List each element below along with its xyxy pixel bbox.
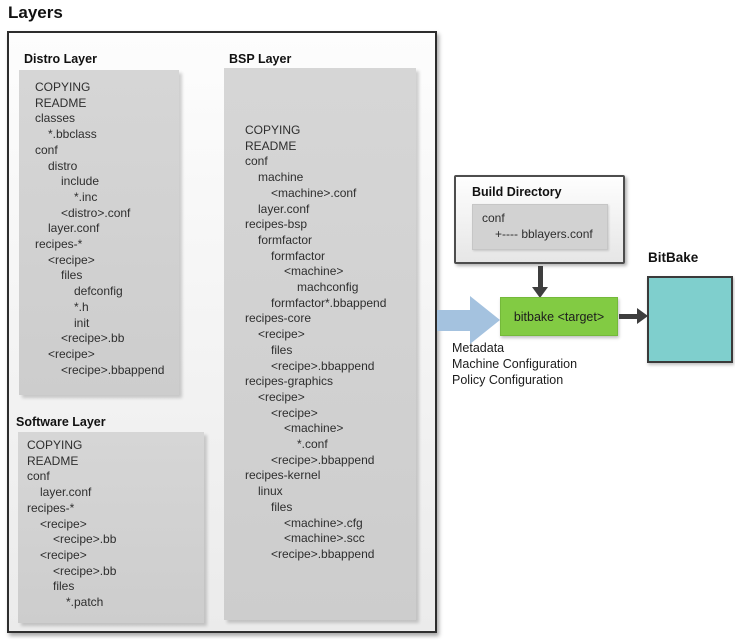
annotation-line-machine-configuration: Machine Configuration xyxy=(452,357,578,372)
bitbake-label: BitBake xyxy=(648,250,699,265)
tree-item: <recipe> xyxy=(48,252,95,267)
tree-item: recipes-* xyxy=(35,237,83,252)
arrow-right-blue-icon xyxy=(470,296,500,344)
arrow-down-icon xyxy=(532,287,548,298)
tree-item: init xyxy=(74,315,90,330)
bitbake-command-box: bitbake <target> xyxy=(500,297,618,336)
tree-item: machine xyxy=(258,170,304,185)
tree-item: files xyxy=(53,579,75,594)
software-layer-label: Software Layer xyxy=(16,415,106,429)
tree-item: conf xyxy=(27,469,50,484)
tree-item: *.bbclass xyxy=(48,127,97,142)
tree-item: formfactor xyxy=(258,232,313,247)
tree-item: <recipe> xyxy=(48,346,95,361)
tree-item: <recipe>.bbappend xyxy=(271,452,375,467)
tree-item: <machine>.conf xyxy=(271,185,357,200)
arrow-layers-to-command-shaft xyxy=(437,310,470,331)
tree-item: <machine> xyxy=(284,264,344,279)
tree-item: <recipe>.bb xyxy=(53,563,117,578)
tree-item: <recipe>.bb xyxy=(53,532,117,547)
bsp-layer-label: BSP Layer xyxy=(229,52,292,66)
tree-item: COPYING xyxy=(27,438,83,452)
tree-item: COPYING xyxy=(35,80,91,94)
build-directory-label: Build Directory xyxy=(472,185,562,199)
arrow-build-dir-to-command-shaft xyxy=(538,266,543,288)
tree-item: *.h xyxy=(74,299,89,314)
tree-item: <recipe>.bb xyxy=(61,331,125,346)
tree-item: *.patch xyxy=(66,595,104,610)
tree-item: +---- bblayers.conf xyxy=(495,227,593,241)
tree-item: <machine>.scc xyxy=(284,531,365,546)
tree-item: <recipe> xyxy=(40,516,87,531)
build-directory-box: Build Directory conf +---- bblayers.conf xyxy=(454,175,625,264)
tree-item: <recipe>.bbappend xyxy=(271,546,375,561)
bitbake-box xyxy=(647,276,733,363)
tree-item: classes xyxy=(35,111,76,126)
tree-item: README xyxy=(35,95,87,110)
tree-item: linux xyxy=(258,484,283,499)
tree-item: layer.conf xyxy=(48,221,100,236)
tree-item: layer.conf xyxy=(40,485,92,500)
annotation-line-policy-configuration: Policy Configuration xyxy=(452,373,564,388)
tree-item: <distro>.conf xyxy=(61,205,131,220)
tree-item: recipes-bsp xyxy=(245,217,308,232)
tree-item: include xyxy=(61,174,100,189)
build-directory-conf-tree: conf +---- bblayers.conf xyxy=(472,204,608,250)
tree-item: COPYING xyxy=(245,123,301,137)
tree-item: README xyxy=(27,453,79,468)
tree-item: *.conf xyxy=(297,437,328,452)
tree-item: recipes-core xyxy=(245,311,312,326)
bitbake-command-text: bitbake <target> xyxy=(513,309,605,324)
tree-item: <machine> xyxy=(284,421,344,436)
tree-item: *.inc xyxy=(74,189,98,204)
tree-item: <machine>.cfg xyxy=(284,515,363,530)
tree-item: conf xyxy=(482,211,505,225)
tree-item: <recipe> xyxy=(258,389,305,404)
tree-item: <recipe> xyxy=(271,405,318,420)
tree-item: formfactor xyxy=(271,248,326,263)
tree-item: <recipe>.bbappend xyxy=(271,358,375,373)
arrow-right-icon xyxy=(637,308,648,324)
tree-item: conf xyxy=(35,142,58,157)
tree-item: <recipe> xyxy=(40,547,87,562)
tree-item: distro xyxy=(48,158,78,173)
tree-item: <recipe>.bbappend xyxy=(61,362,165,377)
tree-item: recipes-* xyxy=(27,500,75,515)
metadata-annotation: Metadata Machine Configuration Policy Co… xyxy=(452,340,577,389)
tree-item: conf xyxy=(245,154,268,169)
tree-item: files xyxy=(271,499,293,514)
tree-item: machconfig xyxy=(297,280,359,295)
tree-item: files xyxy=(61,268,83,283)
tree-item: formfactor*.bbappend xyxy=(271,295,387,310)
annotation-line-metadata: Metadata xyxy=(452,341,505,355)
tree-item: recipes-graphics xyxy=(245,374,334,389)
tree-item: layer.conf xyxy=(258,201,310,216)
tree-item: files xyxy=(271,342,293,357)
tree-item: defconfig xyxy=(74,284,123,299)
tree-item: README xyxy=(245,138,297,153)
tree-item: recipes-kernel xyxy=(245,468,321,483)
diagram-title: Layers xyxy=(8,3,63,22)
distro-layer-label: Distro Layer xyxy=(24,52,97,66)
arrow-command-to-bitbake-shaft xyxy=(619,314,638,319)
tree-item: <recipe> xyxy=(258,327,305,342)
